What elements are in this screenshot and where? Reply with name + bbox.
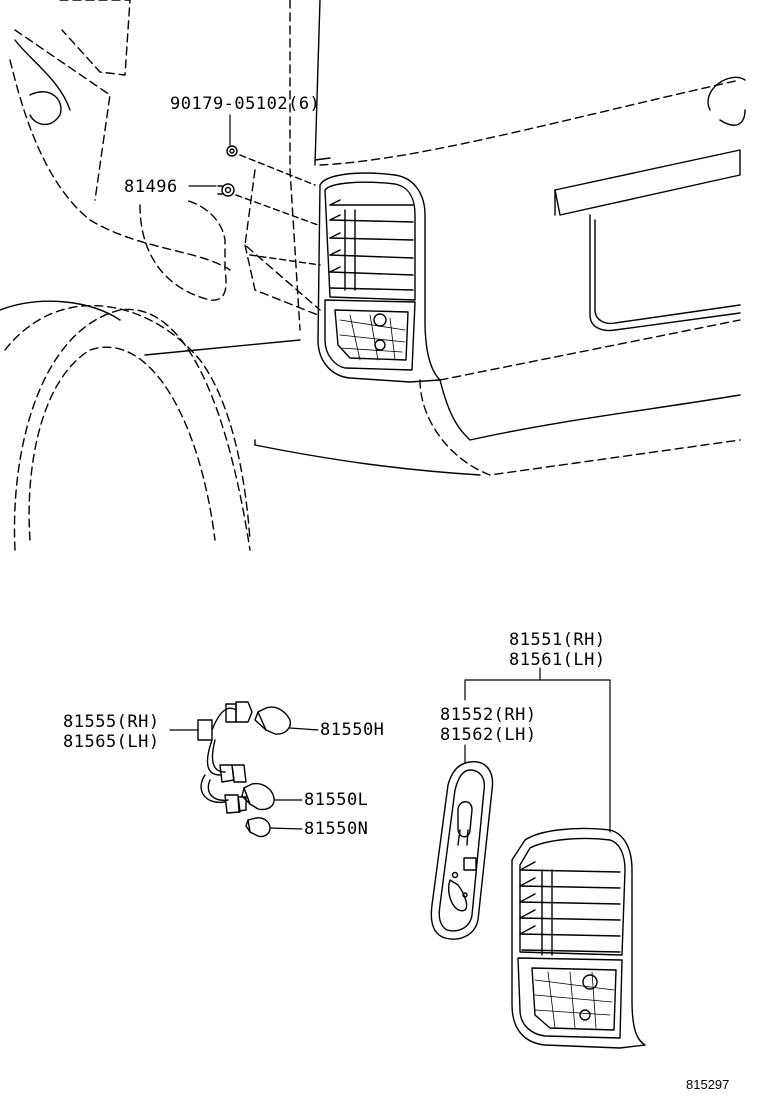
clip-icon: [217, 183, 235, 197]
part-label-81561: 81561(LH): [509, 650, 606, 670]
part-label-81552: 81552(RH): [440, 705, 537, 725]
tail-lamp-mounted: [317, 172, 441, 383]
drawing-number: 815297: [686, 1077, 730, 1092]
part-label-81555: 81555(RH): [63, 712, 160, 732]
bulb-h-icon: [254, 706, 319, 735]
part-label-90179: 90179-05102(6): [170, 94, 321, 114]
part-label-81550n: 81550N: [304, 819, 369, 839]
bulb-n-icon: [245, 817, 303, 838]
nut-icon: [226, 145, 238, 157]
assy-leader: [464, 667, 611, 833]
gasket: [430, 761, 494, 940]
part-label-81496: 81496: [124, 177, 178, 197]
vehicle-body-outline: [0, 0, 746, 551]
part-label-81562: 81562(LH): [440, 725, 537, 745]
part-label-81550h: 81550H: [320, 720, 385, 740]
part-label-81550l: 81550L: [304, 790, 369, 810]
bulb-l-icon: [241, 782, 303, 811]
socket-and-wire: [169, 701, 253, 814]
fastener-leaders: [188, 114, 321, 266]
part-label-81551: 81551(RH): [509, 630, 606, 650]
tail-lamp-assembly: [511, 827, 646, 1049]
part-label-81565: 81565(LH): [63, 732, 160, 752]
